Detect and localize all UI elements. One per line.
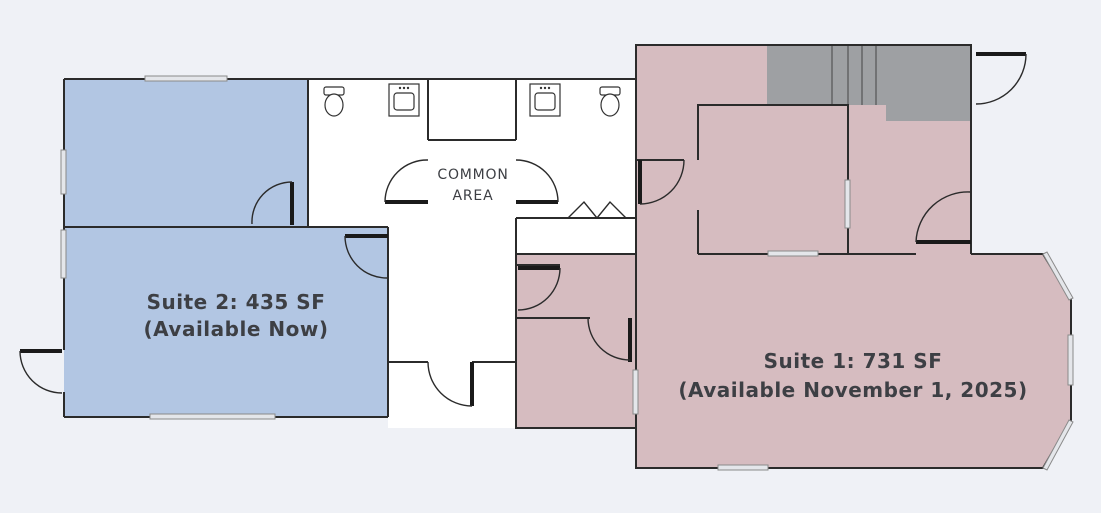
fixtures	[323, 83, 621, 117]
windows	[60, 75, 1074, 471]
window-icon	[1042, 251, 1074, 301]
bifold-door-icon[interactable]	[567, 200, 627, 220]
window-icon	[767, 250, 819, 257]
common-area	[308, 79, 636, 428]
window-icon	[149, 413, 276, 420]
window-icon	[844, 179, 851, 229]
toilet-icon	[599, 86, 621, 117]
door-icon[interactable]	[517, 266, 561, 311]
window-icon	[60, 229, 67, 279]
common-area-label-line1: COMMON	[437, 167, 508, 183]
door-icon[interactable]	[515, 159, 559, 204]
window-icon	[60, 149, 67, 195]
door-icon[interactable]	[344, 234, 388, 279]
suite-1-availability: (Available November 1, 2025)	[678, 378, 1027, 402]
sink-icon	[529, 83, 561, 117]
stair-block	[767, 45, 971, 121]
window-icon	[632, 369, 639, 415]
doors	[19, 52, 1027, 407]
window-icon	[1042, 419, 1074, 471]
door-icon[interactable]	[587, 317, 632, 362]
stairs-icon	[767, 45, 971, 121]
wall	[635, 44, 972, 254]
toilet-icon	[323, 86, 345, 117]
suite-2-title: Suite 2: 435 SF	[147, 290, 326, 314]
suite-2-upper-room	[64, 79, 308, 227]
door-icon[interactable]	[19, 349, 63, 394]
door-icon[interactable]	[427, 361, 474, 407]
window-icon	[1067, 334, 1074, 386]
sink-icon	[388, 83, 420, 117]
suite-2-main-room	[64, 227, 388, 417]
suite-2-availability: (Available Now)	[144, 317, 329, 341]
window-icon	[717, 464, 769, 471]
common-area-top	[308, 79, 636, 224]
door-icon[interactable]	[384, 159, 429, 204]
door-icon[interactable]	[251, 181, 294, 225]
door-icon[interactable]	[975, 52, 1027, 105]
door-icon[interactable]	[915, 191, 972, 244]
door-icon[interactable]	[638, 159, 685, 205]
window-icon	[144, 75, 228, 82]
suite-1-title: Suite 1: 731 SF	[764, 349, 943, 373]
suite-2[interactable]	[64, 79, 388, 417]
common-area-label-line2: AREA	[453, 188, 494, 204]
